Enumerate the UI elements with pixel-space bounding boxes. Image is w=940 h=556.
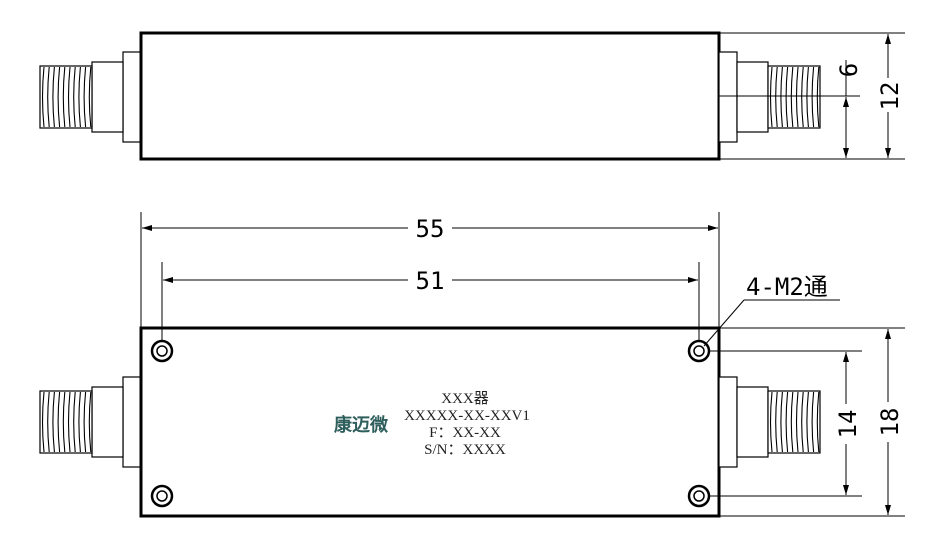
label-line-3: F：XX-XX xyxy=(429,425,501,441)
thread-line xyxy=(775,66,778,128)
thread-line xyxy=(795,391,799,453)
thread-lines xyxy=(41,66,92,128)
thread-line xyxy=(816,66,820,128)
thread-line xyxy=(775,391,778,453)
dim-hole-width-label: 14 xyxy=(834,410,862,439)
thread-line xyxy=(62,391,66,453)
top-view: 55 51 4-M2通 18 14 康迈微 XXX器 XXXXX-XX-XXV1… xyxy=(39,212,905,518)
thread-line xyxy=(816,391,820,453)
thread-line xyxy=(811,66,815,128)
thread-line xyxy=(83,391,87,453)
thread-lines xyxy=(769,391,820,453)
thread-line xyxy=(811,391,815,453)
dim-length-label: 55 xyxy=(416,215,445,243)
thread-line xyxy=(73,391,76,453)
thread-line xyxy=(806,391,809,453)
brand-logo-text: 康迈微 xyxy=(334,414,388,436)
thread-line xyxy=(806,66,809,128)
dim-center-label: 6 xyxy=(835,63,863,77)
thread-line xyxy=(780,391,783,453)
label-line-1: XXX器 xyxy=(441,391,489,407)
thread-lines xyxy=(769,66,820,128)
thread-line xyxy=(88,66,92,128)
mounting-hole xyxy=(150,339,174,363)
product-label: 康迈微 XXX器 XXXXX-XX-XXV1 F：XX-XX S/N：XXXX xyxy=(334,391,530,458)
hole-callout-label: 4-M2通 xyxy=(746,273,828,301)
mounting-hole xyxy=(687,484,711,508)
thread-line xyxy=(795,66,799,128)
thread-line xyxy=(47,66,50,128)
thread-line xyxy=(785,391,789,453)
thread-line xyxy=(67,66,71,128)
thread-line xyxy=(52,391,55,453)
thread-line xyxy=(47,391,50,453)
thread-line xyxy=(67,391,71,453)
thread-line xyxy=(41,66,45,128)
thread-line xyxy=(801,66,804,128)
thread-line xyxy=(62,66,66,128)
mounting-hole xyxy=(150,484,174,508)
thread-lines xyxy=(41,391,92,453)
side-body xyxy=(139,31,721,161)
side-view: 12 6 xyxy=(39,31,905,161)
thread-line xyxy=(52,66,55,128)
right-connector-side xyxy=(718,51,821,143)
dim-height-label: 12 xyxy=(876,82,904,111)
thread-line xyxy=(769,391,773,453)
left-connector-top xyxy=(39,376,142,468)
left-connector-side xyxy=(39,51,142,143)
thread-line xyxy=(801,391,804,453)
top-body xyxy=(139,326,721,518)
thread-line xyxy=(78,66,81,128)
thread-line xyxy=(83,66,87,128)
thread-line xyxy=(57,391,61,453)
thread-line xyxy=(785,66,789,128)
thread-line xyxy=(88,391,92,453)
thread-line xyxy=(41,391,45,453)
dim-hole-spacing-label: 51 xyxy=(416,267,445,295)
thread-line xyxy=(73,66,76,128)
dim-width-label: 18 xyxy=(876,408,904,437)
thread-line xyxy=(790,391,794,453)
thread-line xyxy=(769,66,773,128)
label-line-2: XXXXX-XX-XXV1 xyxy=(404,408,530,424)
thread-line xyxy=(78,391,81,453)
thread-line xyxy=(57,66,61,128)
right-connector-top xyxy=(718,376,821,468)
thread-line xyxy=(780,66,783,128)
label-line-4: S/N：XXXX xyxy=(424,442,506,458)
thread-line xyxy=(790,66,794,128)
